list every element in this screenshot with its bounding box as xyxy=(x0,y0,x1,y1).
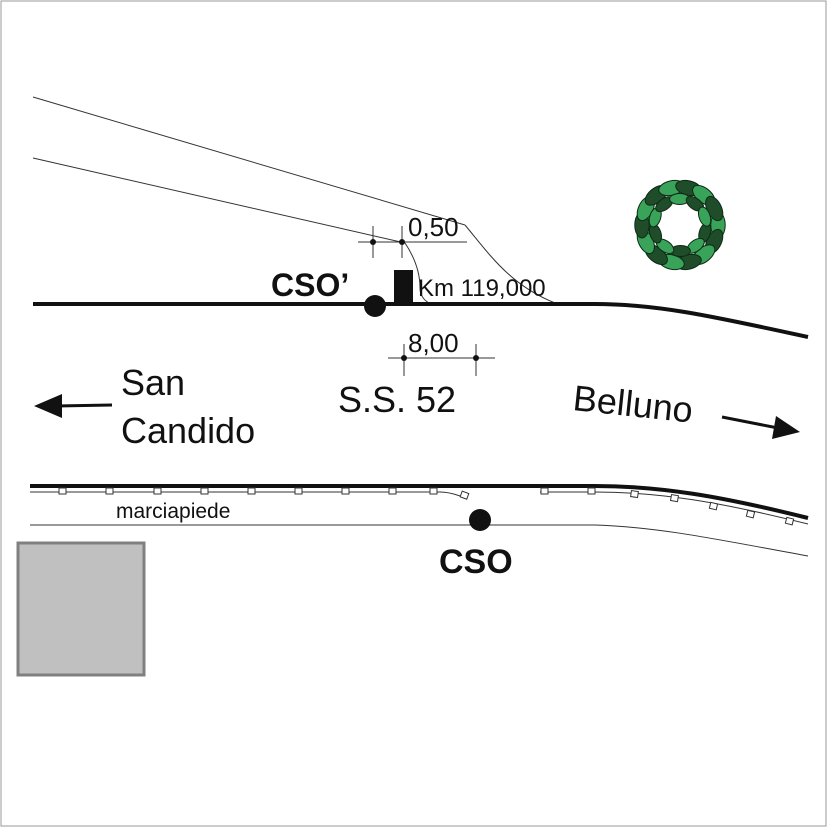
tree-icon xyxy=(634,179,726,271)
dim-top-dot-right xyxy=(399,239,405,245)
upper-curve-line xyxy=(464,224,556,304)
sign-guide-line xyxy=(404,242,433,305)
dest-left-line2: Candido xyxy=(121,410,255,451)
dim-mid-label: 8,00 xyxy=(408,328,459,358)
arrow-left-icon xyxy=(34,394,113,418)
road-name-label: S.S. 52 xyxy=(338,379,456,420)
building-icon xyxy=(16,541,146,677)
upper-inner-line xyxy=(32,157,406,244)
kerb-line-right xyxy=(540,491,809,525)
upper-edge-line xyxy=(32,96,466,226)
road-bottom-edge xyxy=(30,484,809,520)
cso-prime-label: CSO’ xyxy=(271,267,349,303)
dim-mid-dot-left xyxy=(401,355,407,361)
cso-point-icon xyxy=(469,509,491,531)
sidewalk-label: marciapiede xyxy=(116,500,230,523)
dim-top-label: 0,50 xyxy=(408,212,459,242)
cso-prime-point-icon xyxy=(364,295,386,317)
dim-top-dot-left xyxy=(370,239,376,245)
dim-mid-dot-right xyxy=(473,355,479,361)
tree-leaf xyxy=(697,206,712,227)
dest-left-line1: San xyxy=(121,362,185,403)
kerb-markers xyxy=(58,487,795,526)
km-label: Km 119,000 xyxy=(418,275,546,302)
cso-label: CSO xyxy=(439,543,513,581)
sidewalk-line-right xyxy=(594,524,809,557)
road-top-edge xyxy=(33,302,809,339)
arrow-right-icon xyxy=(721,415,800,439)
sign-post-icon xyxy=(394,270,413,304)
